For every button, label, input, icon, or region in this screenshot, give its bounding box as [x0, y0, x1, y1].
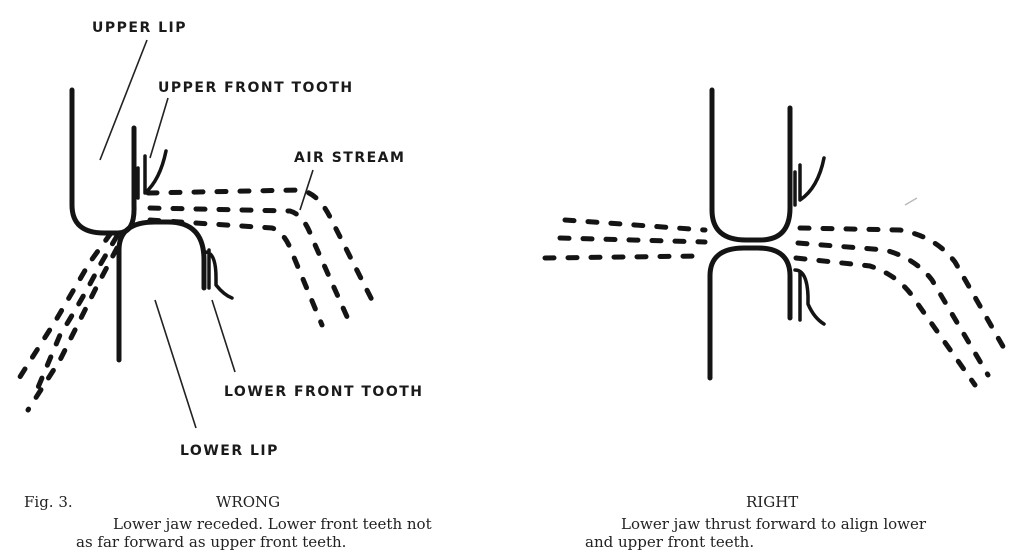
- lower-lip-shape: [710, 248, 790, 378]
- air-stream-leader: [300, 170, 313, 210]
- wrong-caption-line-1: Lower jaw receded. Lower front teeth not: [113, 516, 432, 533]
- stray-mark: [905, 198, 917, 205]
- air-stream-dashes: [18, 233, 111, 380]
- lower-lip-shape: [119, 222, 204, 360]
- lower-front-tooth-shape: [795, 270, 824, 324]
- lower-front-tooth-label: LOWER FRONT TOOTH: [224, 384, 424, 400]
- air-stream-dashes: [560, 238, 705, 242]
- upper-lip-label: UPPER LIP: [92, 20, 187, 36]
- upper-lip-shape: [72, 90, 134, 233]
- air-stream-dashes: [34, 236, 117, 397]
- air-stream-dashes: [150, 220, 322, 325]
- right-title: RIGHT: [746, 493, 798, 511]
- lower-front-tooth-leader: [212, 300, 235, 372]
- lower-front-tooth-shape: [205, 250, 232, 298]
- lower-lip-label: LOWER LIP: [180, 443, 279, 459]
- right-caption-line-2: and upper front teeth.: [585, 534, 754, 551]
- upper-lip-shape: [712, 90, 790, 240]
- upper-lip-leader: [100, 40, 147, 160]
- air-stream-label: AIR STREAM: [294, 150, 405, 166]
- upper-front-tooth-leader: [150, 98, 168, 158]
- wrong-diagram: UPPER LIP UPPER FRONT TOOTH AIR STREAM L…: [18, 20, 424, 459]
- wrong-caption-line-2: as far forward as upper front teeth.: [76, 534, 346, 551]
- air-stream-dashes: [545, 256, 700, 258]
- figure-number: Fig. 3.: [24, 493, 73, 511]
- upper-front-tooth-label: UPPER FRONT TOOTH: [158, 80, 354, 96]
- air-stream-dashes: [565, 220, 705, 230]
- lower-lip-leader: [155, 300, 196, 428]
- right-caption-line-1: Lower jaw thrust forward to align lower: [621, 516, 926, 533]
- right-diagram: [545, 90, 1005, 385]
- wrong-title: WRONG: [216, 493, 280, 511]
- upper-front-tooth-shape: [795, 158, 824, 205]
